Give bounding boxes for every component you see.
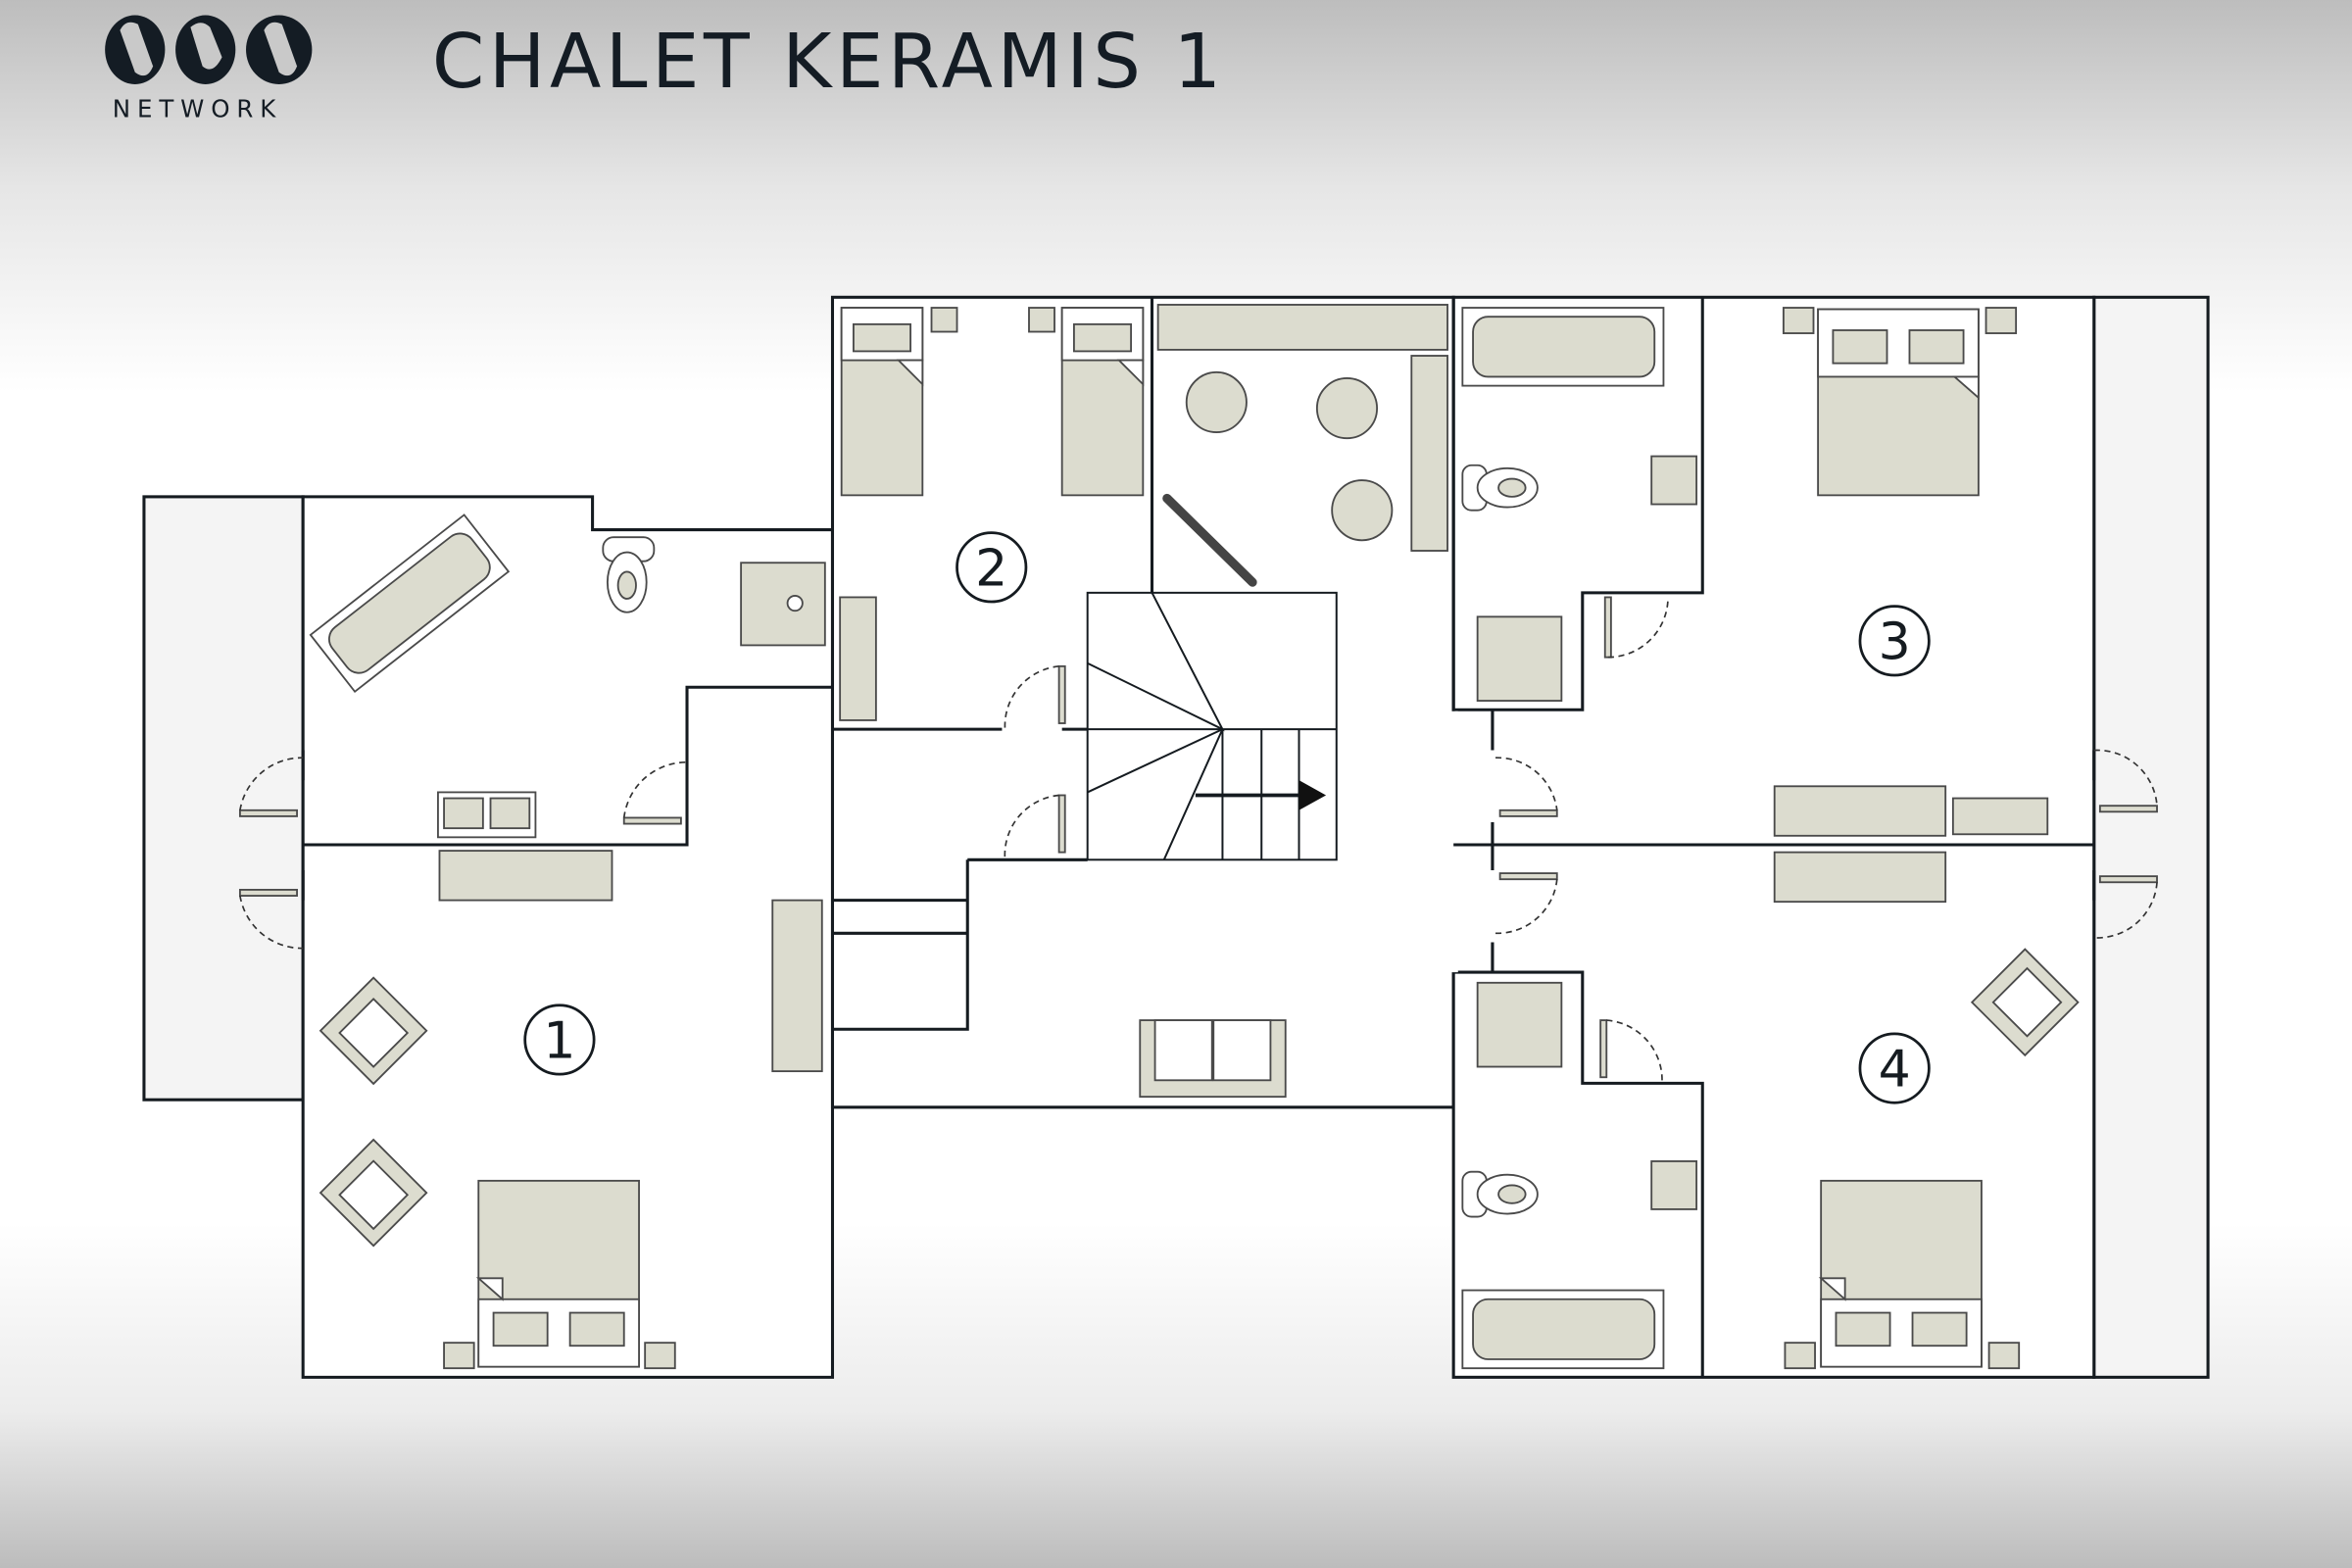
doors <box>238 596 2158 1084</box>
shelf <box>1410 355 1448 552</box>
door[interactable] <box>2093 749 2158 813</box>
door[interactable] <box>238 757 304 817</box>
door[interactable] <box>1494 872 1558 935</box>
page-title: CHALET KERAMIS 1 <box>432 19 1226 106</box>
armchair <box>1970 948 2080 1057</box>
sink <box>1650 455 1698 506</box>
double-bed <box>1817 308 1980 497</box>
toilet <box>1461 464 1539 512</box>
bathtub <box>1461 1289 1665 1370</box>
staircase <box>1086 591 1338 861</box>
dresser <box>438 850 613 902</box>
sink <box>1650 1160 1698 1210</box>
svg-text:1: 1 <box>543 1012 575 1071</box>
left-balcony <box>142 495 305 1102</box>
toilet <box>1461 1170 1539 1218</box>
shower-tray <box>1476 981 1563 1068</box>
armchair <box>318 976 428 1086</box>
room-3-furniture <box>1461 307 2049 837</box>
lounge-furniture <box>1139 304 1448 1099</box>
tv <box>1162 493 1257 587</box>
wardrobe <box>839 596 877 721</box>
door[interactable] <box>238 888 304 950</box>
corridor-opening <box>1448 710 1458 973</box>
svg-text:4: 4 <box>1879 1041 1911 1100</box>
outer-walls <box>301 295 2096 1379</box>
door[interactable] <box>1599 1019 1663 1084</box>
room-4-furniture <box>1461 851 2080 1370</box>
right-balcony <box>2092 295 2210 1379</box>
armchair <box>318 1138 428 1248</box>
double-bed <box>1818 1179 1983 1368</box>
shower-tray <box>1476 615 1563 702</box>
room-number-4: 4 <box>1858 1032 1931 1104</box>
beanbag <box>1315 377 1379 440</box>
door[interactable] <box>1603 596 1669 659</box>
door[interactable] <box>622 760 688 825</box>
shelf <box>1156 304 1448 351</box>
room-number-1: 1 <box>523 1004 596 1076</box>
room-2-furniture <box>839 307 1145 721</box>
bathtub <box>309 514 511 694</box>
door[interactable] <box>1004 664 1066 730</box>
sofa <box>1139 1019 1287 1099</box>
beanbag <box>1185 370 1248 433</box>
toilet <box>602 536 656 613</box>
door[interactable] <box>1494 757 1558 817</box>
logo-network-text: NETWORK <box>113 95 282 123</box>
single-bed <box>1060 307 1145 497</box>
bathtub <box>1461 307 1665 387</box>
room-1-furniture <box>309 514 826 1370</box>
stairs-arrow-icon <box>1298 780 1327 810</box>
svg-text:3: 3 <box>1879 612 1911 671</box>
dresser <box>1773 785 1947 837</box>
single-bed <box>840 307 924 497</box>
wardrobe <box>771 899 823 1073</box>
dresser <box>1773 851 1947 904</box>
shower-tray <box>740 562 826 647</box>
ovo-logo: NETWORK <box>105 15 313 123</box>
door[interactable] <box>1004 794 1066 860</box>
room-number-3: 3 <box>1858 605 1931 677</box>
door[interactable] <box>2093 875 2158 939</box>
beanbag <box>1331 479 1394 542</box>
svg-text:2: 2 <box>975 539 1007 598</box>
bench <box>1951 797 2049 836</box>
room-number-2: 2 <box>956 531 1028 604</box>
double-bed <box>475 1179 640 1368</box>
